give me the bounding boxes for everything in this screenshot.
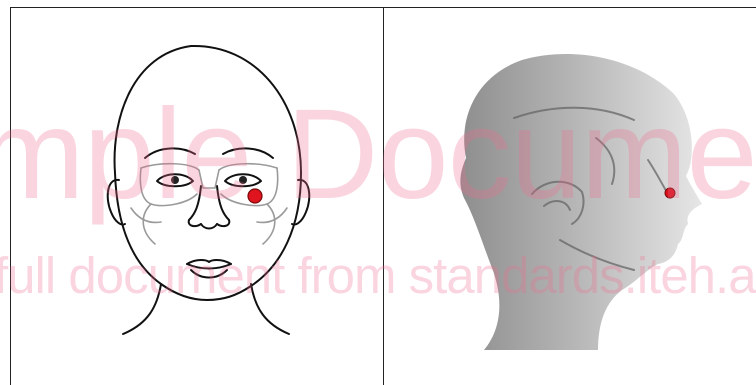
point-marker: [248, 189, 262, 203]
point-marker: [665, 188, 675, 198]
frontal-face-drawing: [11, 8, 383, 385]
profile-head-panel: [384, 8, 756, 385]
profile-head-scan: [384, 8, 756, 385]
frontal-face-panel: [11, 8, 383, 385]
